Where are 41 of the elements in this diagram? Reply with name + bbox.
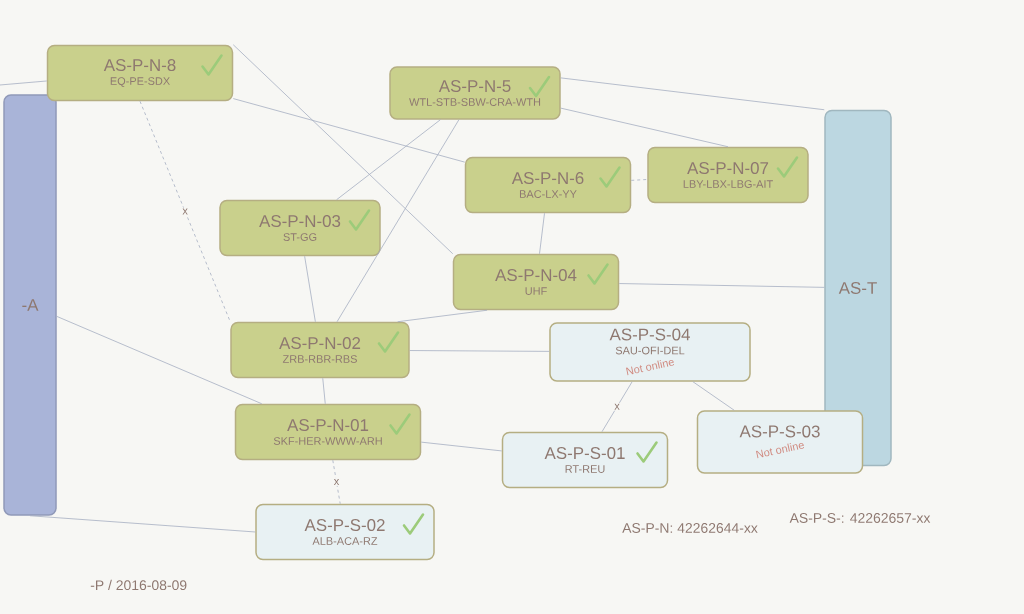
edge-label: x (613, 402, 621, 411)
connector-line (630, 179, 648, 181)
side-bar: AS-T (824, 109, 892, 467)
connector-line (56, 315, 263, 405)
connector-line (539, 212, 545, 255)
connector-line (560, 107, 729, 148)
connector-line (139, 100, 231, 323)
connector-line (322, 377, 326, 405)
connector-line (232, 98, 466, 163)
footer-note: AS-P-S-: 42262657-xx (789, 513, 931, 523)
node-box: AS-P-N-04 UHF (452, 253, 620, 311)
node-box: AS-P-N-8 EQ-PE-SDX (46, 44, 234, 102)
edge-label: x (181, 207, 189, 216)
node-box: AS-P-N-01 SKF-HER-WWW-ARH (234, 403, 422, 461)
connector-line (336, 119, 441, 201)
connector-line (420, 441, 503, 452)
connector-line (332, 459, 341, 505)
footer-note: AS-P-N: 42262644-xx (622, 523, 758, 533)
node-box: AS-P-S-02 ALB-ACA-RZ (255, 503, 435, 561)
node-box: AS-P-N-6 BAC-LX-YY (464, 156, 632, 214)
node-box: AS-P-N-02 ZRB-RBR-RBS (230, 321, 410, 379)
connector-line (397, 309, 488, 323)
node-box: AS-P-S-01 RT-REU (501, 431, 669, 489)
node-box: AS-P-N-07 LBY-LBX-LBG-AIT (647, 146, 809, 204)
connector-line (692, 381, 735, 411)
node-box: AS-P-S-03 Not online (696, 410, 864, 474)
node-box: AS-P-N-5 WTL-STB-SBW-CRA-WTH (389, 66, 561, 120)
connector-line (232, 44, 454, 255)
connector-line (336, 119, 460, 323)
connector-line (409, 350, 550, 352)
footer-note: -P / 2016-08-09 (90, 579, 187, 591)
node-box: AS-P-N-03 ST-GG (219, 199, 381, 257)
connector-line (304, 255, 316, 323)
connector-line (29, 515, 256, 533)
connector-line (601, 381, 633, 433)
edge-label: x (332, 478, 341, 486)
connector-line (0, 80, 48, 86)
node-box: AS-P-S-04 SAU-OFI-DEL Not online (549, 322, 751, 382)
side-bar: -A (3, 94, 57, 516)
connector-line (560, 77, 825, 111)
connector-line (618, 283, 825, 288)
